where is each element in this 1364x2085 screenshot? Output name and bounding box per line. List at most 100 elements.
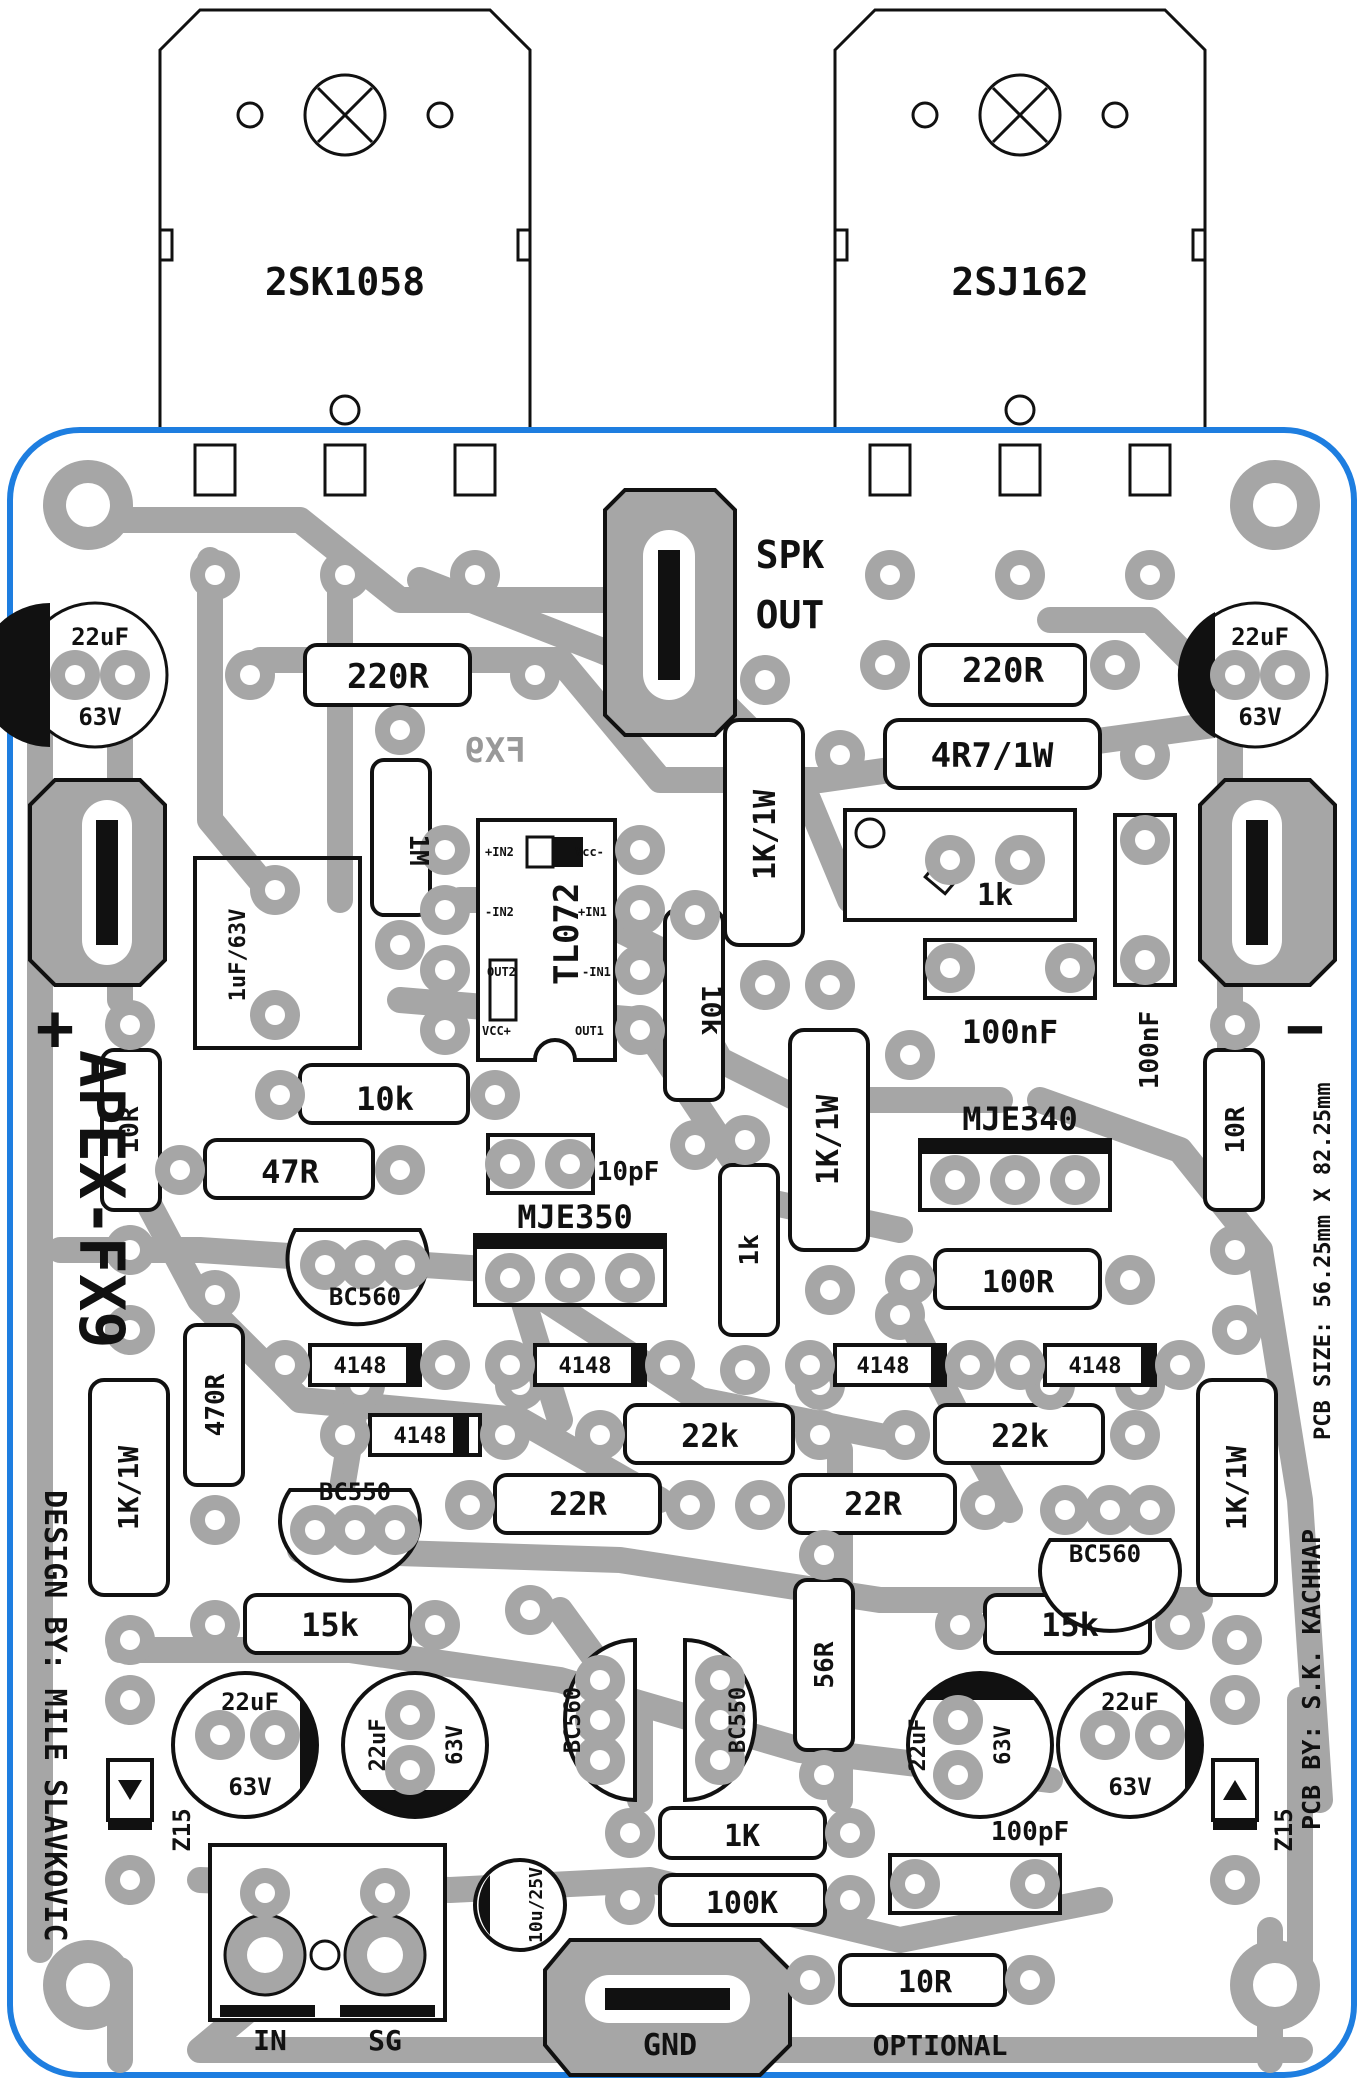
cap-22u-a-value: 22uF [221,1688,279,1716]
z15-left-label: Z15 [168,1808,196,1851]
zener-right [1210,1675,1260,1905]
cap-22u-d-voltage: 63V [1108,1773,1151,1801]
cap-22u-a-voltage: 63V [228,1773,271,1801]
r220-right-label: 220R [962,651,1044,691]
gnd-label: GND [643,2028,697,2063]
r1m-label: 1M [403,834,433,865]
spk-out-terminal [603,488,737,737]
r10k-h-label: 10k [356,1080,414,1118]
cap-22uf-top-right [1177,601,1329,749]
cap-22u-d-value: 22uF [1101,1688,1159,1716]
ic-tl072 [420,818,665,1062]
trimmer-1k [843,808,1077,922]
c100p-label: 100pF [991,1817,1069,1847]
d-b-label: 4148 [559,1354,612,1379]
mje340-label: MJE340 [962,1100,1078,1138]
ic-pin-3: OUT2 [487,965,516,979]
cap-1uf-outline [193,856,362,1050]
cap-tr-voltage: 63V [1238,703,1281,731]
mje340 [918,1138,1112,1212]
r22k-b-label: 22k [991,1417,1049,1455]
out-label: OUT [756,593,825,637]
cap-tl-value: 22uF [71,623,129,651]
r100k-label: 100K [706,1886,778,1921]
cap-22uf-top-left [0,601,169,749]
r10k-v-label: 10k [695,985,728,1036]
r10r-right-label: 10R [1221,1106,1251,1153]
r100r-label: 100R [982,1265,1055,1300]
c1u-label: 1uF/63V [226,909,251,1002]
r15k-b-label: 15k [1041,1606,1099,1644]
mosfet-right-label: 2SJ162 [951,260,1088,304]
mje350 [473,1233,667,1307]
input-terminal-block [208,1843,447,2022]
cap-22u-b-value: 22uF [366,1719,391,1772]
r22k-a-label: 22k [681,1417,739,1455]
r1k1w-a-label: 1K/1W [748,789,783,880]
r470r-label: 470R [201,1373,231,1436]
r1k1w-right-label: 1K/1W [1220,1446,1253,1530]
fx9-mirrored-label: FX9 [464,731,525,771]
c100n-v-label: 100nF [1135,1011,1165,1089]
spk-label: SPK [756,533,825,577]
ic-pin-1: +IN2 [485,845,514,859]
optional-label: OPTIONAL [873,2029,1008,2062]
d-c-label: 4148 [857,1354,910,1379]
mosfet-legs [193,443,1172,497]
gnd-terminal [543,1938,792,2077]
bc560-b-label: BC560 [1069,1540,1141,1568]
mounting-holes [43,460,1320,2030]
c10p-label: 10pF [597,1157,660,1187]
d-d-label: 4148 [1069,1354,1122,1379]
trim-1k-label: 1k [977,878,1013,913]
r22r-a-label: 22R [549,1485,608,1523]
cap-22u-b-voltage: 63V [443,1725,468,1765]
r47r-label: 47R [261,1153,320,1191]
ic-name: TL072 [547,883,587,985]
bc560-a-label: BC560 [329,1283,401,1311]
bc550-a-label: BC550 [319,1478,391,1506]
mosfet-left-label: 2SK1058 [265,260,425,304]
supply-slot-right [1198,778,1337,987]
mje350-label: MJE350 [517,1198,633,1236]
bc560-c-label: BC560 [561,1687,586,1753]
c10u-label: 10u/25V [526,1867,547,1943]
z15-right-label: Z15 [1270,1808,1298,1851]
minus-label: − [1286,992,1325,1066]
c100n-h-label: 100nF [962,1013,1058,1051]
zener-left [105,1675,155,1905]
mosfet-left-outline [158,8,532,442]
r1k1w-b-label: 1K/1W [811,1094,846,1185]
ic-pin-4: VCC+ [482,1024,511,1038]
r1k-label: 1k [735,1234,765,1266]
mosfet-right-outline [833,8,1207,442]
r1k1w-left-label: 1K/1W [112,1446,145,1530]
d-e-label: 4148 [394,1424,447,1449]
r10r-left-label: 10R [115,1106,145,1153]
cap-22u-c-voltage: 63V [991,1725,1016,1765]
brand-label: APEX-FX9 [65,1050,138,1349]
supply-slot-left [28,778,167,987]
r15k-a-label: 15k [301,1606,359,1644]
resistor-bodies [88,643,1278,2007]
ic-pin-8: Vcc- [575,845,604,859]
ic-pin-5: OUT1 [575,1024,604,1038]
ic-pin-7: +IN1 [578,905,607,919]
r56r-label: 56R [810,1641,840,1688]
plus-label: + [36,992,75,1066]
in-label: IN [253,2024,287,2057]
r10r-bottom-label: 10R [898,1965,953,2000]
r1k-bottom-label: 1K [724,1819,760,1854]
component-labels: 22uF 63V 22uF 63V 220R 220R 4R7/1W 1M 1u… [71,623,1298,2000]
pcb-by-label: PCB BY: S.K. KACHHAP [1297,1529,1326,1830]
r220-left-label: 220R [347,657,429,697]
cap-22u-c-value: 22uF [906,1719,931,1772]
pcb-size-label: PCB SIZE: 56.25mm X 82.25mm [1311,1082,1336,1440]
sg-label: SG [368,2024,402,2057]
cap-tl-voltage: 63V [78,703,121,731]
r22r-b-label: 22R [844,1485,903,1523]
designer-label: DESIGN BY: MILE SLAVKOVIC [37,1490,72,1942]
r4r7-label: 4R7/1W [931,736,1054,776]
d-a-label: 4148 [334,1354,387,1379]
